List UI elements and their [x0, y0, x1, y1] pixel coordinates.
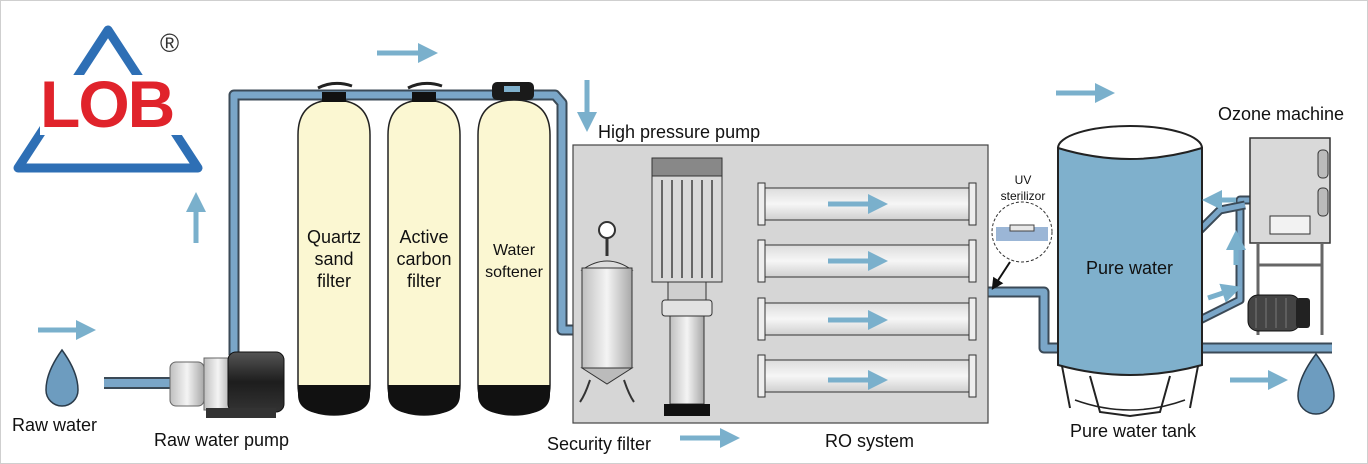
logo-wordmark: LOB [40, 67, 175, 141]
label-pure-water: Pure water [1086, 258, 1174, 278]
water-softener-tank [477, 82, 551, 416]
pure-water-tank [1057, 125, 1203, 418]
uv-sterilizer [991, 201, 1053, 291]
label-ro-system: RO system [825, 431, 915, 451]
label-carbon-filter: Active carbon filter [396, 227, 452, 291]
quartz-sand-filter [297, 81, 371, 416]
lob-logo [13, 25, 203, 173]
active-carbon-filter [387, 81, 461, 416]
raw-water-pump [169, 351, 285, 418]
label-raw-water: Raw water [12, 415, 98, 435]
security-filter [579, 221, 635, 403]
water-drop-icon [45, 348, 79, 407]
high-pressure-pump [651, 157, 723, 416]
label-ozone-machine: Ozone machine [1218, 104, 1345, 124]
label-softener: Water softener [485, 242, 543, 281]
label-quartz-filter: Quartz sand filter [306, 227, 362, 291]
registered-mark: ® [160, 28, 180, 58]
label-raw-water-pump: Raw water pump [154, 430, 290, 450]
water-drop-icon [1297, 352, 1335, 415]
label-security-filter: Security filter [547, 434, 652, 454]
label-high-pressure-pump: High pressure pump [598, 122, 761, 142]
label-uv-sterilizer: UV sterilizor [1000, 173, 1046, 203]
label-pure-water-tank: Pure water tank [1070, 421, 1197, 441]
flow-arrow-icon [1207, 283, 1242, 303]
ozone-machine [1247, 137, 1331, 335]
